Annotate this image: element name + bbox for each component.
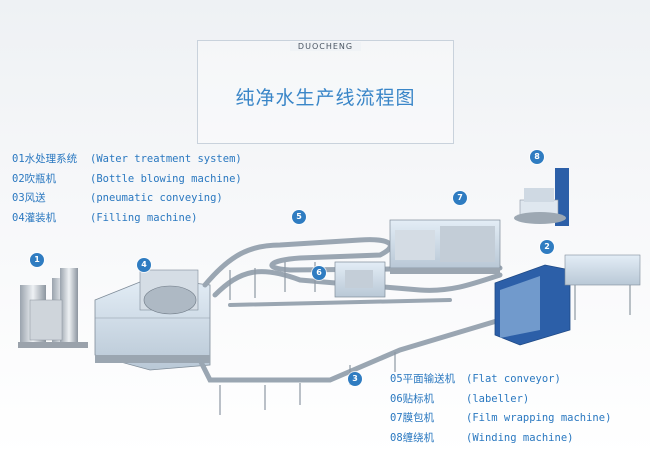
badge-flat-conveyor: 5 [292, 210, 306, 224]
badge-water-treatment: 1 [30, 253, 44, 267]
filling-machine [94, 269, 211, 371]
bottle-blowing-machine [494, 254, 641, 346]
legend-item: 02吹瓶机(Bottle blowing machine) [12, 172, 242, 185]
film-wrapping-machine [389, 219, 501, 274]
badge-filling: 4 [137, 258, 151, 272]
legend-left: 01水处理系统(Water treatment system) 02吹瓶机(Bo… [12, 150, 242, 228]
legend-item: 04灌装机(Filling machine) [12, 211, 198, 224]
legend-item: 06贴标机(labeller) [390, 392, 530, 405]
badge-bottle-blowing: 2 [540, 240, 554, 254]
legend-item: 05平面输送机(Flat conveyor) [390, 373, 561, 385]
water-treatment-system [18, 268, 88, 348]
badge-labeller: 6 [312, 266, 326, 280]
legend-item: 03风送(pneumatic conveying) [12, 192, 223, 204]
badge-pneumatic-conveying: 3 [348, 372, 362, 386]
badge-winding: 8 [530, 150, 544, 164]
badge-film-wrapping: 7 [453, 191, 467, 205]
legend-item: 08缠绕机(Winding machine) [390, 431, 574, 444]
page-title: 纯净水生产线流程图 [235, 87, 416, 109]
title-frame: DUOCHENG 纯净水生产线流程图 [197, 40, 454, 144]
winding-machine [514, 168, 569, 226]
legend-item: 01水处理系统(Water treatment system) [12, 153, 242, 165]
legend-item: 07膜包机(Film wrapping machine) [390, 412, 612, 424]
labeller [334, 261, 386, 298]
legend-right: 05平面输送机(Flat conveyor) 06贴标机(labeller) 0… [390, 370, 611, 448]
brand-label: DUOCHENG [198, 34, 453, 53]
